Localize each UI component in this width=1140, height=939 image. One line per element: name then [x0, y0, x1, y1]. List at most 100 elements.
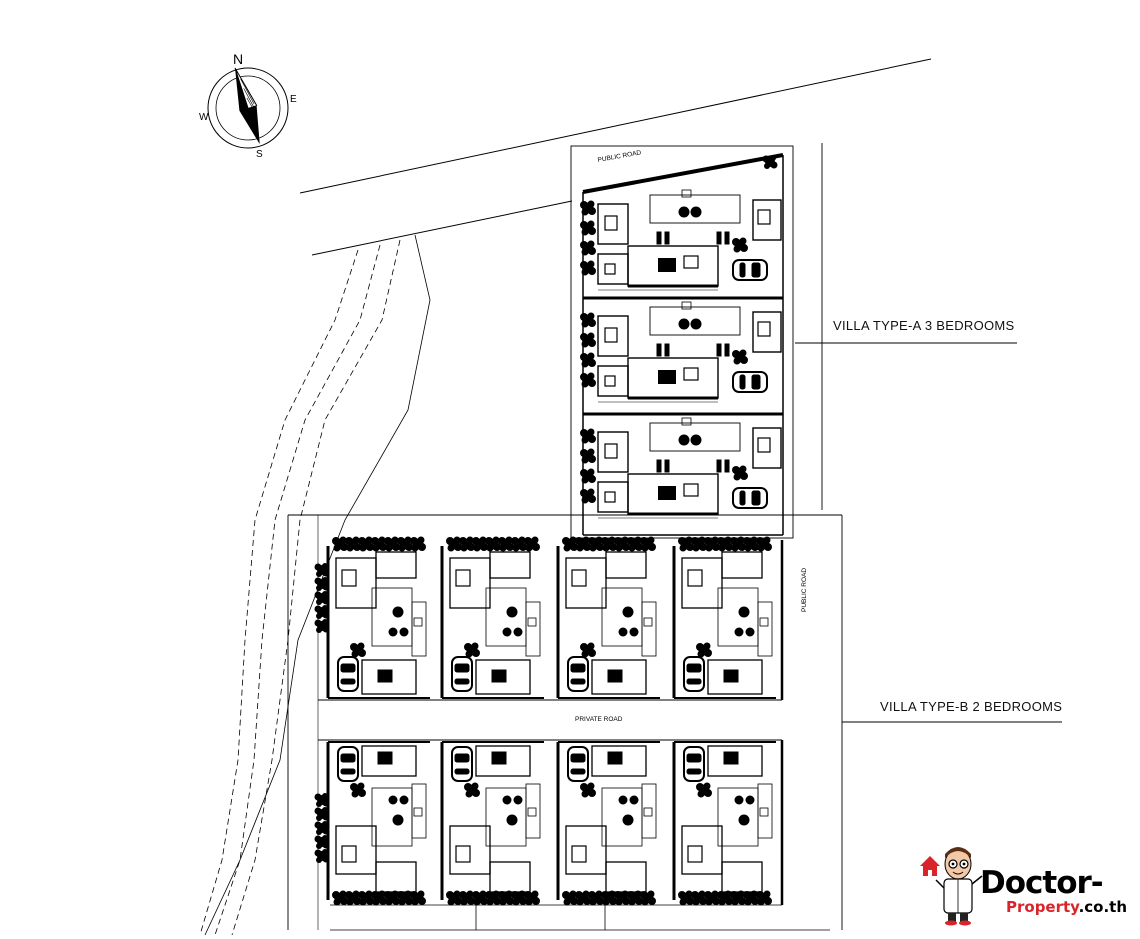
tree-icon [691, 890, 707, 906]
compass-s: S [256, 149, 263, 160]
villa-b-unit [556, 536, 660, 699]
tree-icon [472, 890, 488, 906]
villa-type-b-label: VILLA TYPE-B 2 BEDROOMS [880, 699, 1063, 714]
compass-n: N [233, 51, 243, 67]
tree-icon [371, 890, 387, 906]
tree-icon [397, 536, 413, 552]
tree-icon [384, 536, 400, 552]
tree-icon [410, 536, 426, 552]
tree-icon [459, 890, 475, 906]
tree-icon [511, 536, 527, 552]
villa-type-a-label: VILLA TYPE-A 3 BEDROOMS [833, 318, 1015, 333]
villa-type-a-compound [570, 143, 823, 539]
tree-icon [314, 605, 330, 619]
tree-icon [446, 536, 462, 552]
tree-icon [732, 237, 748, 253]
tree-icon [314, 821, 330, 835]
tree-icon [717, 890, 733, 906]
tree-icon [580, 200, 596, 216]
tree-icon [580, 352, 596, 368]
tree-icon [314, 835, 330, 849]
tree-icon [580, 312, 596, 328]
tree-icon [464, 642, 480, 658]
tree-icon [524, 536, 540, 552]
tree-icon [350, 642, 366, 658]
tree-icon [580, 428, 596, 444]
logo-sub-highlight: Property [1006, 898, 1079, 916]
villa-a-unit [580, 301, 782, 403]
tree-icon [580, 782, 596, 798]
tree-icon [732, 465, 748, 481]
villa-b-unit [556, 741, 660, 906]
tree-icon [580, 468, 596, 484]
tree-icon [580, 332, 596, 348]
house-icon [920, 856, 940, 866]
tree-icon [717, 536, 733, 552]
villa-a-unit [580, 417, 782, 519]
tree-icon [588, 536, 604, 552]
table-set-icon [678, 318, 702, 330]
tree-icon [580, 260, 596, 276]
villa-b-unit [440, 741, 544, 906]
tree-icon [397, 890, 413, 906]
tree-icon [410, 890, 426, 906]
tree-icon [580, 448, 596, 464]
tree-icon [743, 890, 759, 906]
car-icon [732, 371, 768, 393]
tree-icon [332, 890, 348, 906]
tree-icon [730, 536, 746, 552]
private-road-label: PRIVATE ROAD [575, 716, 623, 723]
tree-icon [704, 890, 720, 906]
villa-b-unit [440, 536, 544, 699]
tree-icon [614, 890, 630, 906]
public-road-side-label: PUBLIC ROAD [801, 568, 808, 612]
tree-icon [732, 349, 748, 365]
tree-icon [756, 890, 772, 906]
tree-icon [575, 890, 591, 906]
tree-icon [459, 536, 475, 552]
tree-icon [314, 793, 330, 807]
villa-b-unit [326, 536, 430, 699]
tree-icon [601, 536, 617, 552]
tree-icon [580, 220, 596, 236]
compass-e: E [290, 94, 297, 105]
car-icon [337, 746, 359, 782]
doctor-mascot-icon [920, 847, 983, 926]
tree-icon [580, 488, 596, 504]
tree-icon [446, 890, 462, 906]
tree-icon [640, 536, 656, 552]
tree-icon [678, 890, 694, 906]
tree-icon [345, 536, 361, 552]
table-set-icon [678, 206, 702, 218]
tree-icon [696, 642, 712, 658]
tree-icon [358, 890, 374, 906]
tree-icon [472, 536, 488, 552]
tree-icon [627, 890, 643, 906]
tree-icon [498, 890, 514, 906]
tree-icon [696, 782, 712, 798]
public-road-top-label: PUBLIC ROAD [597, 149, 642, 164]
tree-icon [678, 536, 694, 552]
tree-icon [691, 536, 707, 552]
tree-icon [358, 536, 374, 552]
tree-icon [601, 890, 617, 906]
tree-icon [314, 591, 330, 605]
tree-icon [756, 536, 772, 552]
tree-icon [314, 619, 330, 633]
west-edge-trees [314, 563, 330, 863]
villa-type-b-compound [287, 514, 843, 931]
tree-icon [511, 890, 527, 906]
tree-icon [314, 849, 330, 863]
table-set-icon [678, 434, 702, 446]
tree-icon [498, 536, 514, 552]
tree-icon [575, 536, 591, 552]
compass-rose-icon [207, 67, 289, 149]
tree-icon [704, 536, 720, 552]
tree-icon [384, 890, 400, 906]
tree-icon [350, 782, 366, 798]
tree-icon [762, 155, 778, 169]
tree-icon [332, 536, 348, 552]
car-icon [732, 487, 768, 509]
tree-icon [580, 372, 596, 388]
curved-road-west [199, 234, 431, 936]
